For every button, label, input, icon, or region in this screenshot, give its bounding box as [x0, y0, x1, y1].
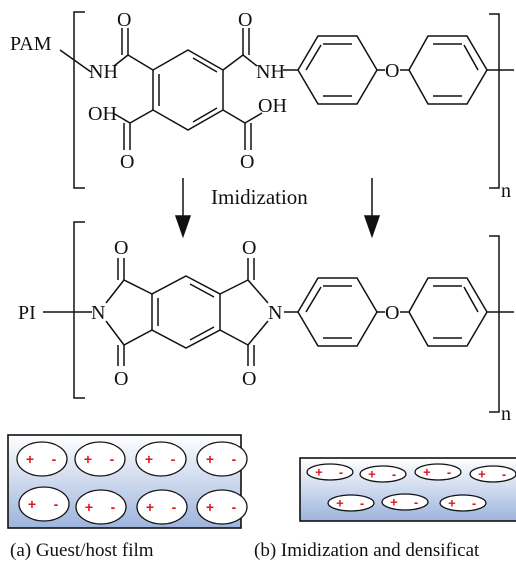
pi-carbonyl-o-bottom-left: O — [114, 368, 128, 390]
film-b-dipole: +- — [306, 463, 354, 481]
charge-minus: - — [502, 467, 506, 482]
pi-ether-o: O — [385, 302, 399, 324]
charge-minus: - — [171, 451, 176, 467]
pam-left-bracket — [73, 11, 85, 189]
pam-acid-oh-right: OH — [258, 95, 287, 117]
caption-b: (b) Imidization and densificat — [254, 540, 480, 561]
pam-amide-nh-right: NH — [256, 61, 285, 83]
charge-minus: - — [110, 451, 115, 467]
pam-central-ring — [152, 49, 224, 131]
film-b-dipole: +- — [359, 465, 407, 483]
film-b-dipole: +- — [327, 494, 375, 512]
pam-label: PAM — [10, 33, 52, 55]
charge-minus: - — [360, 496, 364, 511]
film-b-densified: +-+-+-+-+-+-+- — [299, 457, 516, 522]
pi-imide-n-right: N — [268, 302, 282, 324]
charge-minus: - — [447, 465, 451, 480]
film-b-dipole: +- — [381, 493, 429, 511]
pi-structure — [43, 221, 514, 413]
film-a-dipole: +- — [136, 489, 188, 525]
imidization-arrows — [174, 178, 381, 239]
pi-carbonyl-o-top-right: O — [242, 237, 256, 259]
charge-minus: - — [414, 495, 418, 510]
charge-minus: - — [392, 467, 396, 482]
film-a-dipole: +- — [196, 489, 248, 525]
charge-minus: - — [339, 465, 343, 480]
pam-acid-o-left: O — [120, 151, 134, 173]
charge-plus: + — [315, 465, 323, 480]
pam-phenyl-ring-2 — [408, 35, 488, 105]
pi-carbonyl-o-top-left: O — [114, 237, 128, 259]
charge-plus: + — [336, 496, 344, 511]
imidization-label: Imidization — [211, 185, 308, 209]
charge-plus: + — [145, 451, 153, 467]
pi-left-bracket — [73, 221, 85, 399]
pi-right-bracket — [489, 235, 500, 413]
film-a-dipole: +- — [74, 441, 126, 477]
pi-label: PI — [18, 302, 36, 324]
film-b-dipole: +- — [469, 465, 516, 483]
charge-plus: + — [448, 496, 456, 511]
pi-carbonyl-o-bottom-right: O — [242, 368, 256, 390]
pam-acid-o-right: O — [240, 151, 254, 173]
charge-plus: + — [206, 451, 214, 467]
pam-acid-oh-left: OH — [88, 103, 117, 125]
charge-plus: + — [390, 495, 398, 510]
charge-plus: + — [206, 499, 214, 515]
film-a-dipole: +- — [16, 441, 68, 477]
film-a-dipole: +- — [75, 489, 127, 525]
charge-plus: + — [146, 499, 154, 515]
film-a-dipole: +- — [196, 441, 248, 477]
pam-phenyl-ring-1 — [297, 35, 378, 105]
film-a-dipole: +- — [18, 486, 70, 522]
charge-minus: - — [232, 451, 237, 467]
charge-minus: - — [54, 496, 59, 512]
charge-plus: + — [28, 496, 36, 512]
pi-imide-n-left: N — [91, 302, 105, 324]
pi-repeat-n: n — [501, 403, 511, 425]
charge-plus: + — [26, 451, 34, 467]
charge-minus: - — [232, 499, 237, 515]
pam-repeat-n: n — [501, 180, 511, 202]
pam-right-bracket — [489, 13, 500, 189]
film-b-dipole: +- — [439, 494, 487, 512]
pi-phenyl-ring-2 — [408, 277, 488, 347]
pi-phenyl-ring-1 — [297, 277, 378, 347]
charge-minus: - — [472, 496, 476, 511]
charge-plus: + — [423, 465, 431, 480]
pi-central-ring — [151, 275, 221, 349]
charge-plus: + — [478, 467, 486, 482]
charge-plus: + — [368, 467, 376, 482]
charge-minus: - — [111, 499, 116, 515]
charge-plus: + — [85, 499, 93, 515]
charge-minus: - — [172, 499, 177, 515]
charge-minus: - — [52, 451, 57, 467]
film-a-dipole: +- — [135, 441, 187, 477]
pam-carbonyl-o-right: O — [238, 9, 252, 31]
film-b-dipole: +- — [414, 463, 462, 481]
pam-ether-o: O — [385, 60, 399, 82]
pam-structure — [59, 11, 514, 189]
caption-a: (a) Guest/host film — [10, 540, 154, 561]
charge-plus: + — [84, 451, 92, 467]
pam-carbonyl-o-left: O — [117, 9, 131, 31]
pam-amide-nh-left: NH — [89, 61, 118, 83]
film-a-guest-host: +-+-+-+-+-+-+-+- — [7, 434, 248, 529]
